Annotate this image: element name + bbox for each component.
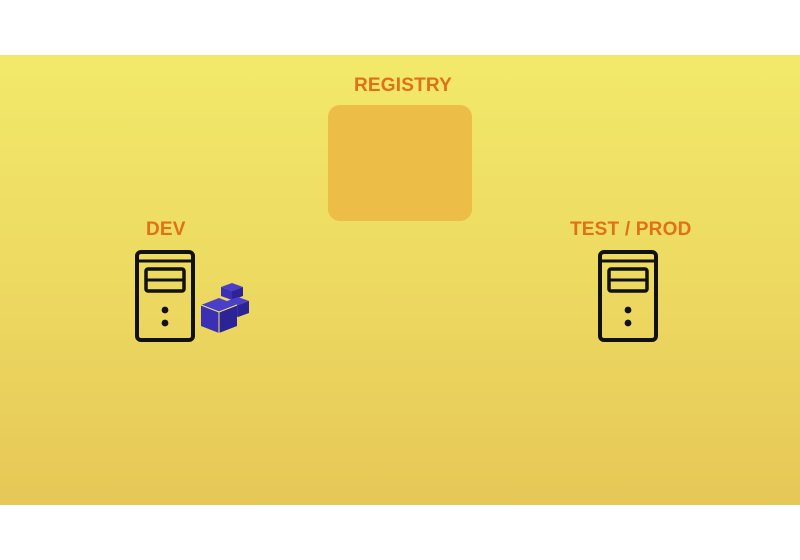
registry-box: [328, 105, 472, 221]
test-prod-label: TEST / PROD: [570, 219, 692, 240]
diagram-canvas: REGISTRY DEV TEST / PROD: [0, 55, 800, 505]
dev-label: DEV: [146, 219, 186, 240]
dev-server-icon: [135, 250, 195, 342]
container-boxes-icon: [200, 283, 249, 333]
prod-server-icon: [598, 250, 658, 342]
registry-label: REGISTRY: [354, 75, 453, 96]
